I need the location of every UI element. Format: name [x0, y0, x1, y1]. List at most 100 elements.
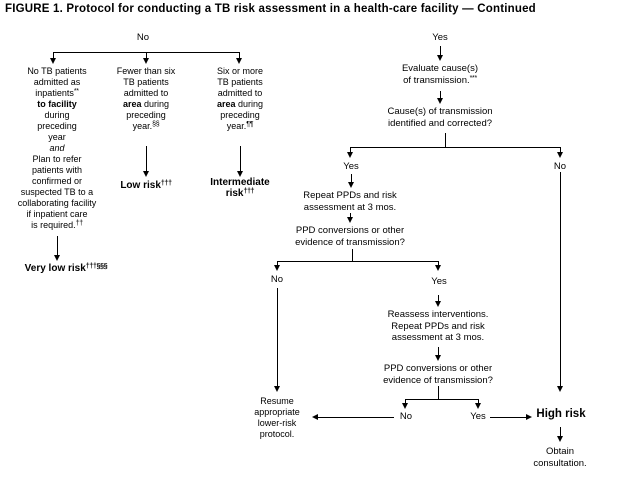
connector-line — [350, 147, 561, 148]
text-segment: area — [122, 99, 142, 109]
text-line: and — [49, 143, 65, 153]
decision-label-yes: Yes — [343, 161, 359, 172]
arrowhead-down-icon — [557, 386, 563, 392]
connector-line — [438, 347, 439, 356]
decision-label-yes: Yes — [470, 411, 486, 422]
outcome-high-risk: High risk — [536, 408, 586, 420]
arrowhead-down-icon — [347, 217, 353, 223]
arrowhead-down-icon — [143, 58, 149, 64]
text-segment: year. — [132, 121, 153, 131]
arrowhead-down-icon — [435, 301, 441, 307]
decision-label-no: No — [399, 411, 413, 422]
arrowhead-down-icon — [54, 255, 60, 261]
connector-line — [146, 52, 147, 59]
text-line: TB patients — [123, 77, 169, 87]
connector-line — [318, 417, 394, 418]
text-line: year.¶¶ — [195, 121, 285, 132]
text-line: Fewer than six — [116, 66, 176, 76]
connector-line — [405, 399, 406, 404]
connector-line — [438, 386, 439, 399]
node-reassess-interventions: Reassess interventions.Repeat PPDs and r… — [387, 309, 489, 343]
text-line: Evaluate cause(s) — [401, 63, 479, 74]
arrowhead-down-icon — [50, 58, 56, 64]
text-segment: year. — [226, 121, 247, 131]
text-line: of transmission.*** — [383, 75, 497, 87]
text-line: year.§§ — [101, 121, 191, 132]
node-evaluate-causes: Evaluate cause(s) of transmission.*** — [383, 63, 497, 86]
arrowhead-down-icon — [237, 171, 243, 177]
arrowhead-down-icon — [435, 355, 441, 361]
connector-line — [352, 249, 353, 261]
arrowhead-down-icon — [437, 55, 443, 61]
node-low-risk-criteria: Fewer than six TB patients admitted to a… — [101, 66, 191, 132]
text-line: preceding — [220, 110, 260, 120]
arrowhead-down-icon — [143, 171, 149, 177]
arrowhead-right-icon — [526, 414, 532, 420]
text-line: Plan to refer — [32, 154, 82, 164]
arrowhead-down-icon — [557, 152, 563, 158]
connector-line — [239, 52, 240, 59]
connector-line — [351, 174, 352, 183]
connector-line — [560, 427, 561, 437]
decision-label-no: No — [553, 161, 567, 172]
branch-label-no: No — [136, 32, 150, 43]
connector-line — [57, 236, 58, 255]
outcome-low-risk: Low risk††† — [106, 180, 186, 191]
text-line: No TB patients — [27, 66, 87, 76]
text-line: admitted as — [33, 77, 81, 87]
connector-line — [440, 91, 441, 99]
text-line: Intermediate — [210, 177, 270, 188]
arrowhead-down-icon — [236, 58, 242, 64]
connector-line — [490, 417, 526, 418]
arrowhead-down-icon — [402, 403, 408, 409]
arrowhead-down-icon — [435, 265, 441, 271]
text-line: suspected TB to a — [20, 187, 94, 197]
text-line: if inpatient care — [26, 209, 88, 219]
connector-line — [240, 146, 241, 172]
text-line: is required.†† — [7, 220, 107, 231]
connector-line — [405, 399, 479, 400]
text-line: year — [48, 132, 66, 142]
text-segment: Low risk — [120, 180, 161, 191]
connector-line — [438, 261, 439, 266]
connector-line — [277, 261, 439, 262]
arrowhead-down-icon — [437, 98, 443, 104]
text-line: area during — [195, 99, 285, 110]
text-line: area during — [101, 99, 191, 110]
figure-title: FIGURE 1. Protocol for conducting a TB r… — [5, 3, 536, 15]
text-line: admitted to — [123, 88, 169, 98]
text-line: patients with — [31, 165, 83, 175]
arrowhead-down-icon — [348, 182, 354, 188]
decision-label-no: No — [270, 274, 284, 285]
text-segment: risk — [225, 188, 244, 199]
decision-label-yes: Yes — [431, 276, 447, 287]
text-line: risk††† — [195, 188, 285, 199]
text-line: preceding — [126, 110, 166, 120]
text-line: during — [44, 110, 70, 120]
connector-line — [146, 146, 147, 172]
footnote-marker: ** — [73, 88, 79, 95]
footnote-marker: ††† — [243, 188, 255, 195]
text-segment: is required. — [31, 220, 76, 230]
connector-line — [445, 133, 446, 147]
connector-line — [350, 147, 351, 153]
text-line: confirmed or — [31, 176, 83, 186]
text-segment: of transmission. — [403, 74, 470, 86]
text-segment: Very low risk — [24, 263, 86, 274]
connector-line — [277, 288, 278, 387]
arrowhead-down-icon — [557, 436, 563, 442]
text-line: to facility — [37, 99, 77, 109]
text-line: Six or more — [216, 66, 263, 76]
connector-line — [53, 52, 54, 59]
connector-line — [440, 46, 441, 56]
text-line: TB patients — [217, 77, 263, 87]
connector-line — [478, 399, 479, 404]
arrowhead-down-icon — [475, 403, 481, 409]
outcome-intermediate-risk: Intermediate risk††† — [195, 177, 285, 199]
footnote-marker: ¶¶ — [246, 121, 254, 128]
